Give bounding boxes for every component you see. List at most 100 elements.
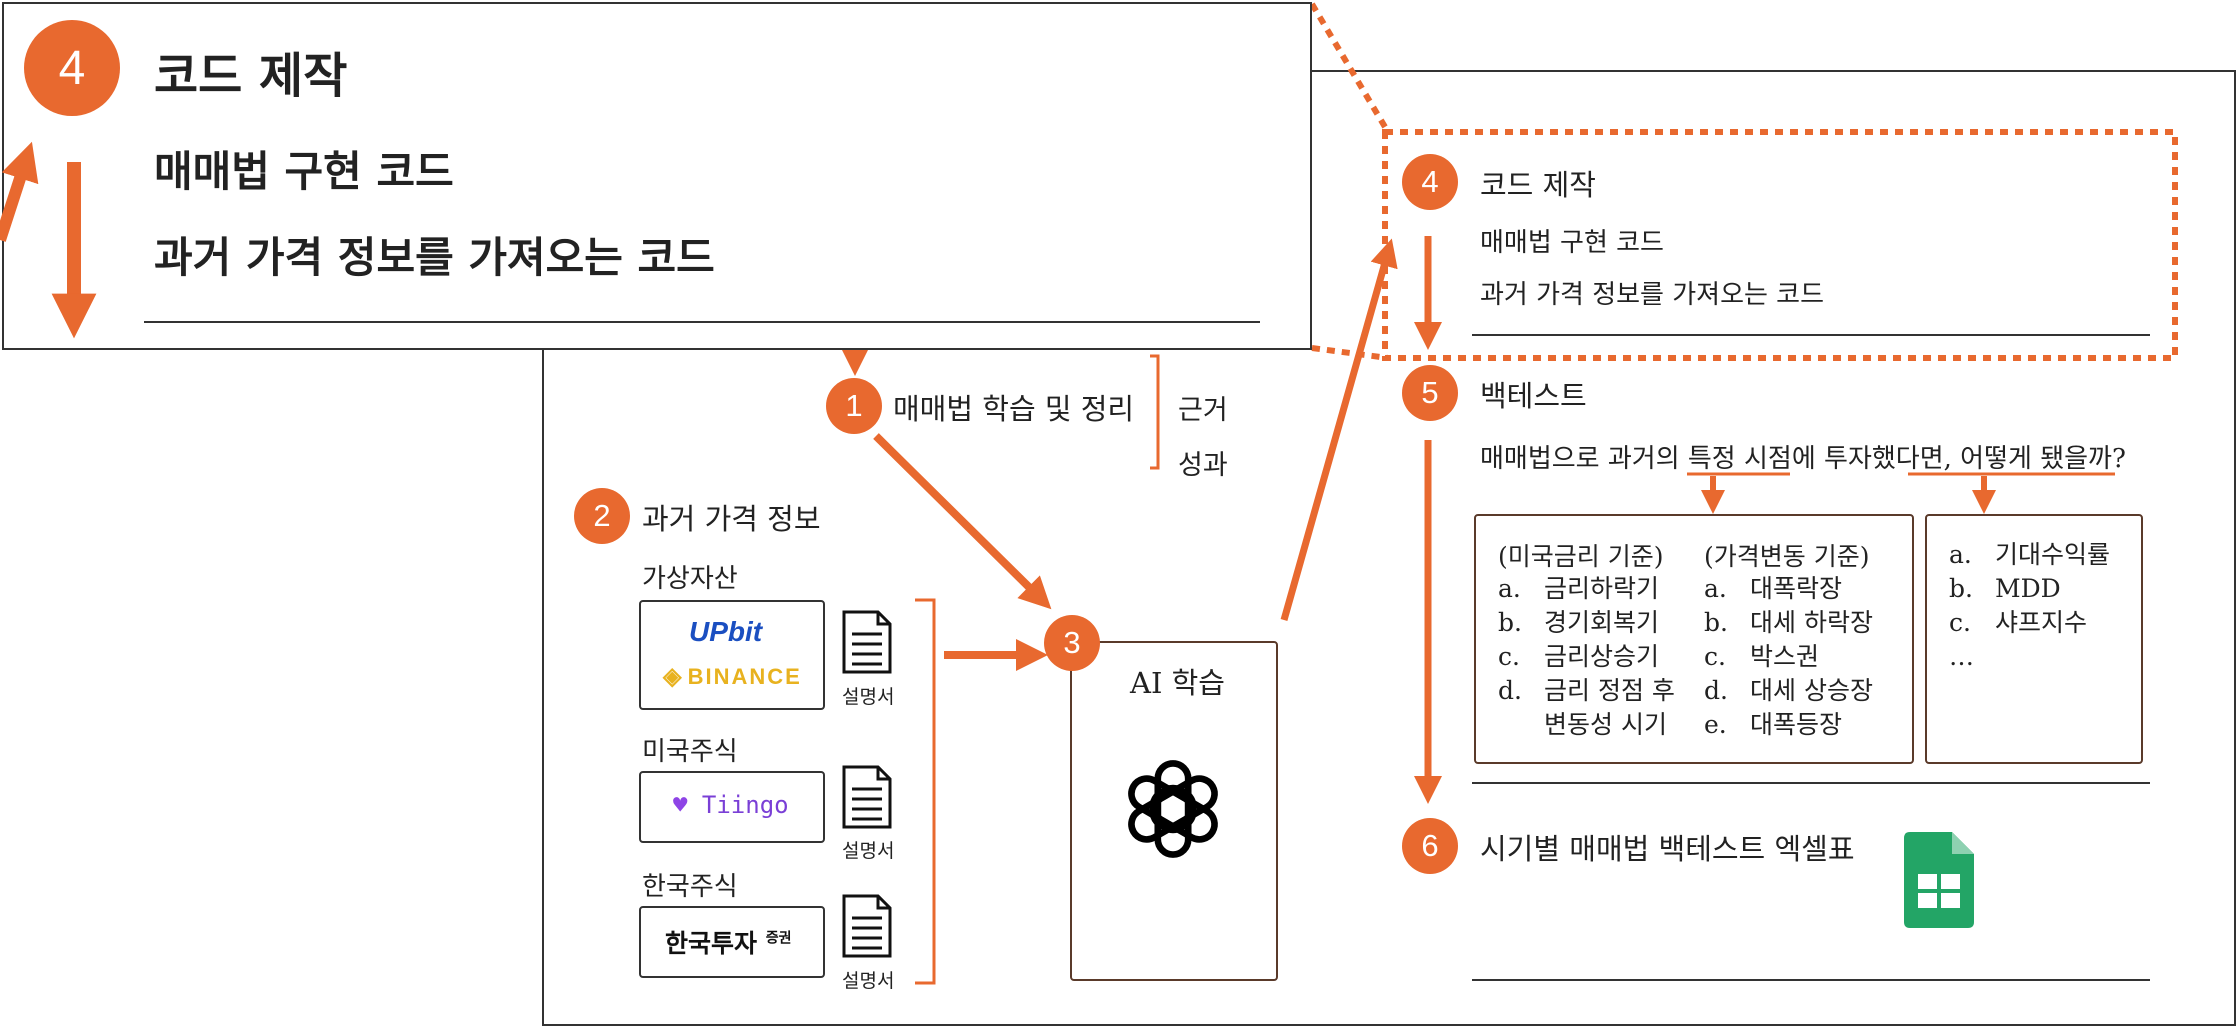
list-marker: a.	[1704, 574, 1727, 603]
step3-badge: 3	[1044, 615, 1100, 671]
tiingo-heart-icon: ♥	[673, 791, 688, 819]
list-item: d. 금리 정점 후	[1498, 674, 1675, 708]
list-text: 대세 하락장	[1750, 608, 1873, 637]
list-item: b. MDD	[1949, 572, 2110, 606]
metrics-list: a.기대수익률 b.MDD c.샤프지수 …	[1949, 538, 2110, 674]
list-marker: b.	[1704, 608, 1728, 637]
doc-label-kr: 설명서	[842, 970, 895, 992]
zoom-step-number: 4	[58, 41, 86, 95]
list-marker: b.	[1949, 574, 1973, 603]
step5-number: 5	[1421, 375, 1439, 410]
zoom-arrow-in	[0, 141, 39, 242]
step1-number: 1	[845, 388, 863, 423]
doc-label-us: 설명서	[842, 840, 895, 862]
step6-badge: 6	[1402, 818, 1458, 874]
list-text: 대폭락장	[1750, 574, 1843, 603]
tiingo-logo: ♥ Tiingo	[673, 791, 789, 819]
list-item: c. 박스권	[1704, 640, 1873, 674]
list-marker: d.	[1704, 676, 1728, 705]
list-item: b. 대세 하락장	[1704, 606, 1873, 640]
zoom-title: 코드 제작	[154, 48, 348, 104]
list-text: 샤프지수	[1995, 608, 2088, 637]
step5-badge: 5	[1402, 365, 1458, 421]
question-highlight-specific-time: 특정 시점	[1687, 444, 1792, 474]
binance-diamond-icon: ◈	[663, 663, 682, 690]
step2-badge: 2	[574, 488, 630, 544]
question-part-3: 에 투자했다면,	[1791, 444, 1961, 474]
binance-text: BINANCE	[687, 664, 802, 689]
arrow-step1-to-step3	[873, 433, 1052, 610]
periods-col1-list: a. 금리하락기 b. 경기회복기 c. 금리상승기 d. 금리 정점 후 변동성 시기	[1498, 572, 1675, 742]
list-text: 변동성 시기	[1544, 710, 1667, 739]
list-text: MDD	[1995, 574, 2061, 603]
arrow-step3-to-step4	[1280, 238, 1398, 621]
kr-stocks-logo-box: 한국투자 증권	[639, 906, 825, 978]
list-text: 금리 정점 후	[1544, 676, 1675, 705]
periods-col2-list: a. 대폭락장 b. 대세 하락장 c. 박스권 d. 대세 상승장 e.대폭등장	[1704, 572, 1873, 742]
list-text: 대세 상승장	[1750, 676, 1873, 705]
question-highlight-result: 어떻게 됐을까?	[1960, 444, 2126, 474]
step3-title: AI 학습	[1130, 666, 1225, 700]
step2-number: 2	[593, 498, 611, 533]
list-marker: a.	[1498, 574, 1521, 603]
zoom-item-price-code: 과거 가격 정보를 가져오는 코드	[154, 233, 715, 282]
step6-number: 6	[1421, 828, 1439, 863]
step1-item-performance: 성과	[1178, 450, 1228, 481]
step1-title: 매매법 학습 및 정리	[893, 392, 1135, 426]
list-item: b. 경기회복기	[1498, 606, 1675, 640]
document-icon	[842, 765, 892, 829]
list-text: 박스권	[1750, 642, 1820, 671]
list-marker: c.	[1498, 642, 1520, 671]
document-icon	[842, 610, 892, 674]
step4-title: 코드 제작	[1480, 168, 1596, 202]
ai-learning-box	[1070, 641, 1278, 981]
list-item: a. 기대수익률	[1949, 538, 2110, 572]
question-part-1: 매매법으로 과거의	[1480, 444, 1688, 474]
step4-item-price-code: 과거 가격 정보를 가져오는 코드	[1480, 280, 1825, 310]
step4-number: 4	[1421, 164, 1439, 199]
periods-col1-header: (미국금리 기준)	[1498, 542, 1664, 571]
list-marker: b.	[1498, 608, 1522, 637]
backtest-periods-box	[1474, 514, 1914, 764]
step3-number: 3	[1063, 625, 1081, 660]
list-marker: …	[1949, 642, 1974, 671]
list-item: c. 금리상승기	[1498, 640, 1675, 674]
google-sheets-icon	[1904, 832, 1974, 928]
list-marker: e.	[1704, 710, 1727, 739]
sheets-icon-shape	[1904, 832, 1974, 928]
tiingo-text: Tiingo	[701, 791, 789, 819]
step4-badge: 4	[1402, 154, 1458, 210]
list-text: 경기회복기	[1544, 608, 1660, 637]
bracket-step1	[1150, 354, 1160, 470]
list-text: 금리하락기	[1544, 574, 1660, 603]
bracket-step2	[915, 598, 936, 985]
backtest-metrics-box	[1925, 514, 2143, 764]
list-marker: d.	[1498, 676, 1522, 705]
group-label-us-stocks: 미국주식	[642, 737, 738, 767]
step1-item-basis: 근거	[1178, 395, 1228, 426]
list-text: 금리상승기	[1544, 642, 1660, 671]
zoom-step-badge: 4	[24, 20, 120, 116]
group-label-kr-stocks: 한국주식	[642, 872, 738, 902]
list-marker	[1498, 708, 1544, 742]
list-item: d. 대세 상승장	[1704, 674, 1873, 708]
zoom-connector-layer	[0, 141, 1260, 339]
upbit-logo: UPbit	[689, 616, 763, 647]
list-marker: a.	[1949, 540, 1972, 569]
doc-icon-kr	[842, 894, 892, 958]
doc-label-crypto: 설명서	[842, 686, 895, 708]
zoom-connector-top	[1309, 2, 1391, 134]
doc-icon-crypto	[842, 610, 892, 674]
list-text: 기대수익률	[1995, 540, 2111, 569]
periods-col2-header: (가격변동 기준)	[1704, 542, 1870, 571]
us-stocks-logo-box: ♥ Tiingo	[639, 771, 825, 843]
openai-knot-icon	[1128, 760, 1218, 858]
list-item: e.대폭등장	[1704, 708, 1873, 742]
openai-logo-icon	[1116, 752, 1230, 866]
crypto-logo-box: UPbit ◈ BINANCE	[639, 600, 825, 710]
step4-item-trading-code: 매매법 구현 코드	[1480, 228, 1664, 258]
kis-sub-text: 증권	[765, 930, 792, 947]
list-marker: c.	[1704, 642, 1726, 671]
zoom-item-trading-code: 매매법 구현 코드	[154, 147, 454, 196]
